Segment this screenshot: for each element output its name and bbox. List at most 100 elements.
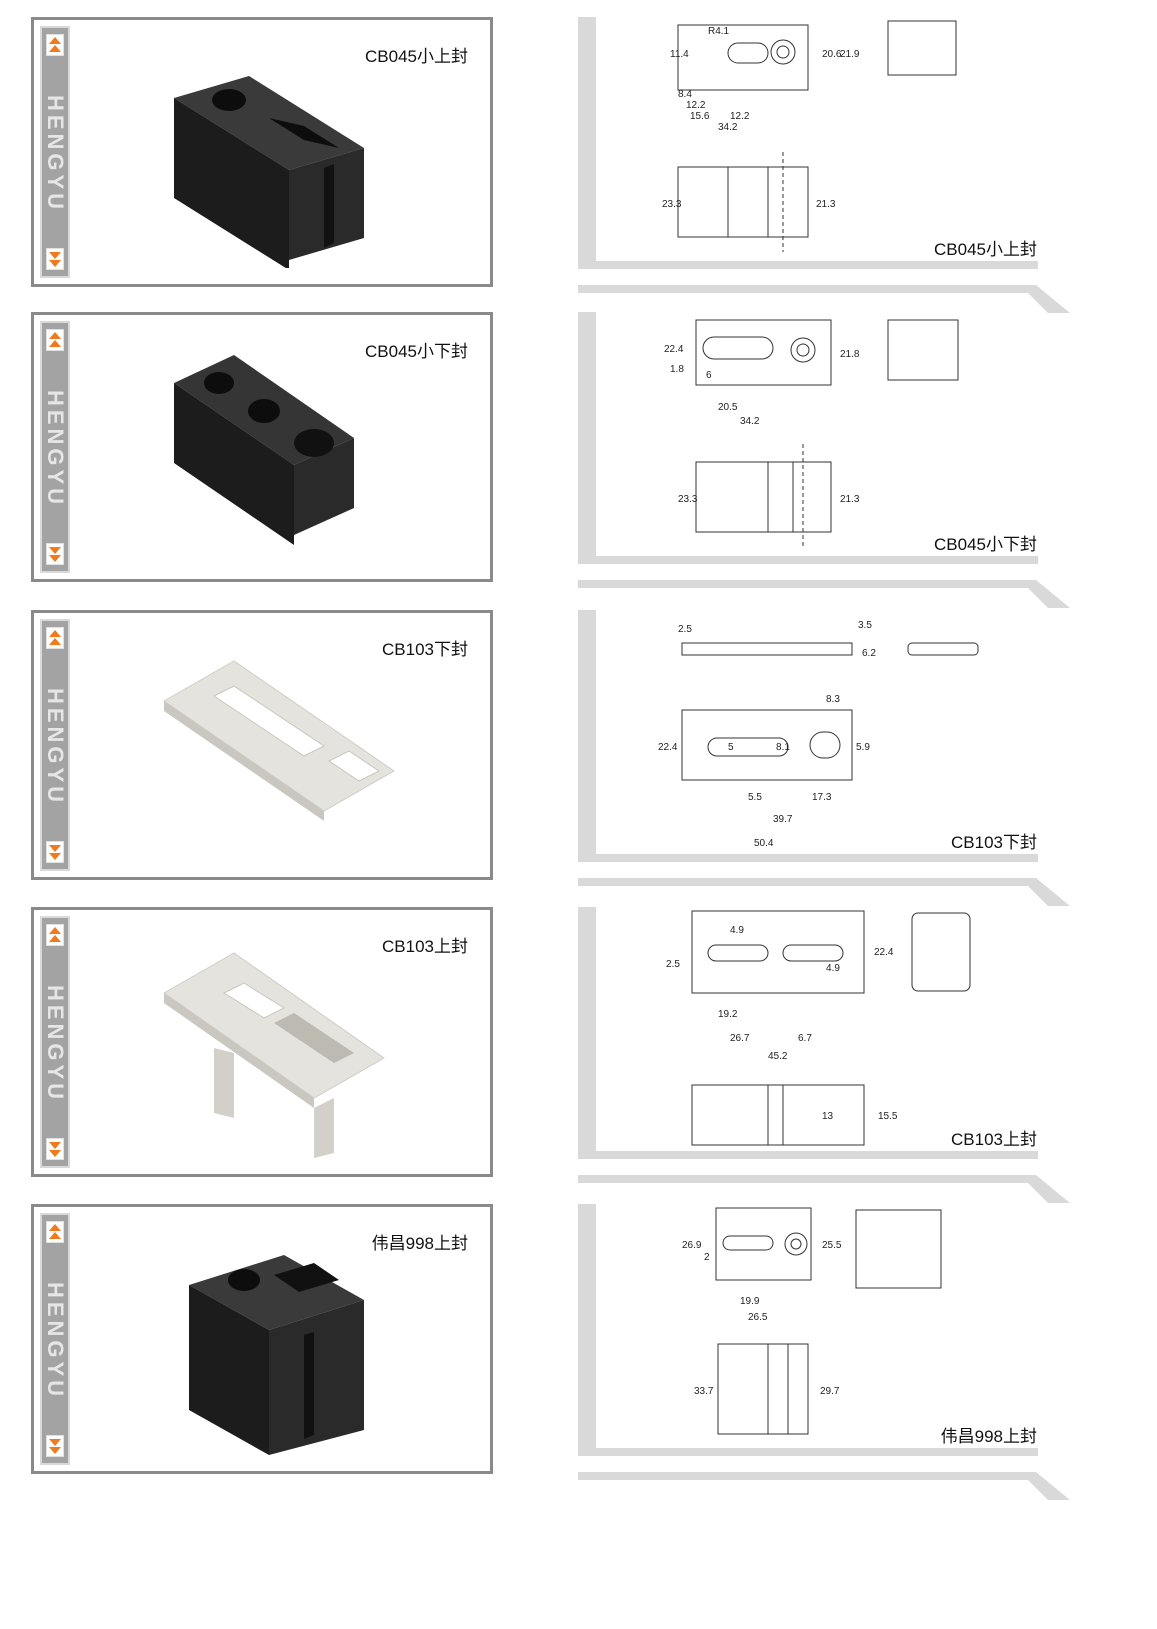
product-title: 伟昌998上封 [371,1234,468,1253]
svg-text:21.8: 21.8 [840,349,860,360]
svg-text:22.4: 22.4 [664,344,684,355]
arrow-down-icon [46,543,64,565]
product-row-4: HENGYU CB103上封 4.9 [0,907,1157,1207]
arrow-up-icon [46,924,64,946]
svg-text:20.6: 20.6 [822,49,842,60]
svg-text:20.5: 20.5 [718,402,738,413]
svg-text:6: 6 [706,370,712,381]
technical-drawing: R4.1 11.4 20.6 21.9 8.4 12.2 15.6 12.2 3… [578,17,1070,313]
svg-text:26.7: 26.7 [730,1033,750,1044]
drawing-panel: 4.9 2.5 4.9 22.4 19.2 26.7 6.7 45.2 13 1… [578,907,1157,1207]
drawing-panel: R4.1 11.4 20.6 21.9 8.4 12.2 15.6 12.2 3… [578,17,1157,317]
product-photo [189,1255,364,1455]
svg-text:50.4: 50.4 [754,838,774,849]
arrow-up-icon [46,627,64,649]
product-photo [163,660,395,821]
product-title: CB103上封 [382,937,468,956]
svg-text:25.5: 25.5 [822,1240,842,1251]
svg-text:19.9: 19.9 [740,1296,760,1307]
arrow-down-icon [46,1138,64,1160]
brand-strip: HENGYU [40,1213,70,1465]
svg-text:13: 13 [822,1111,834,1122]
product-row-3: HENGYU CB103下封 2.5 3.5 6.2 [0,610,1157,910]
svg-text:11.4: 11.4 [670,49,689,60]
svg-text:33.7: 33.7 [694,1386,714,1397]
svg-text:21.3: 21.3 [816,199,836,210]
arrow-down-icon [46,841,64,863]
svg-text:34.2: 34.2 [740,416,760,427]
svg-text:21.3: 21.3 [840,494,860,505]
brand-text: HENGYU [43,687,68,807]
svg-text:45.2: 45.2 [768,1051,788,1062]
product-row-1: HENGYU CB045小上封 [0,17,1157,317]
svg-text:34.2: 34.2 [718,122,738,133]
technical-drawing: 26.9 2 25.5 19.9 26.5 33.7 29.7 [578,1204,1070,1500]
product-title: CB045小下封 [365,342,468,361]
arrow-up-icon [46,34,64,56]
arrow-up-icon [46,1221,64,1243]
arrow-down-icon [46,248,64,270]
brand-strip: HENGYU [40,619,70,871]
svg-text:12.2: 12.2 [686,100,706,111]
product-card: HENGYU CB045小下封 [31,312,493,582]
arrow-down-icon [46,1435,64,1457]
brand-strip: HENGYU [40,26,70,278]
drawing-label: CB045小上封 [934,240,1037,259]
svg-text:12.2: 12.2 [730,111,750,122]
svg-text:R4.1: R4.1 [708,26,730,37]
svg-text:23.3: 23.3 [678,494,698,505]
svg-text:4.9: 4.9 [826,963,840,974]
drawing-label: CB045小下封 [934,535,1037,554]
svg-text:5.9: 5.9 [856,742,870,753]
svg-text:26.5: 26.5 [748,1312,768,1323]
svg-text:5.5: 5.5 [748,792,762,803]
drawing-panel: 22.4 1.8 6 21.8 20.5 34.2 23.3 21.3 CB04… [578,312,1157,612]
drawing-panel: 26.9 2 25.5 19.9 26.5 33.7 29.7 伟昌998上封 [578,1204,1157,1504]
brand-text: HENGYU [43,1281,68,1401]
drawing-label: CB103上封 [951,1130,1037,1149]
brand-strip: HENGYU [40,916,70,1168]
drawing-label: 伟昌998上封 [940,1427,1037,1446]
svg-text:6.2: 6.2 [862,648,876,659]
product-card: HENGYU CB103上封 [31,907,493,1177]
brand-text: HENGYU [43,389,68,509]
brand-text: HENGYU [43,984,68,1104]
svg-text:5: 5 [728,742,734,753]
svg-text:6.7: 6.7 [798,1033,812,1044]
svg-text:17.3: 17.3 [812,792,832,803]
product-card: HENGYU CB103下封 [31,610,493,880]
svg-text:4.9: 4.9 [730,925,744,936]
brand-text: HENGYU [43,94,68,214]
svg-text:2.5: 2.5 [666,959,680,970]
product-photo [163,952,385,1158]
product-photo [174,76,364,268]
product-row-5: HENGYU 伟昌998上封 26.9 [0,1204,1157,1504]
technical-drawing: 2.5 3.5 6.2 8.3 22.4 5 8.1 5.9 5.5 17.3 … [578,610,1070,906]
arrow-up-icon [46,329,64,351]
svg-text:2.5: 2.5 [678,624,692,635]
svg-text:21.9: 21.9 [840,49,860,60]
svg-text:19.2: 19.2 [718,1009,738,1020]
svg-text:22.4: 22.4 [874,947,894,958]
svg-text:8.1: 8.1 [776,742,790,753]
brand-strip: HENGYU [40,321,70,573]
product-card: HENGYU CB045小上封 [31,17,493,287]
svg-text:8.3: 8.3 [826,694,840,705]
svg-text:22.4: 22.4 [658,742,678,753]
technical-drawing: 22.4 1.8 6 21.8 20.5 34.2 23.3 21.3 [578,312,1070,608]
product-row-2: HENGYU CB045小下封 [0,312,1157,612]
product-title: CB045小上封 [365,47,468,66]
svg-text:26.9: 26.9 [682,1240,702,1251]
drawing-panel: 2.5 3.5 6.2 8.3 22.4 5 8.1 5.9 5.5 17.3 … [578,610,1157,910]
svg-text:39.7: 39.7 [773,814,793,825]
svg-text:15.6: 15.6 [690,111,710,122]
svg-text:23.3: 23.3 [662,199,682,210]
svg-text:1.8: 1.8 [670,364,684,375]
svg-text:15.5: 15.5 [878,1111,898,1122]
svg-text:29.7: 29.7 [820,1386,840,1397]
svg-text:2: 2 [704,1252,710,1263]
technical-drawing: 4.9 2.5 4.9 22.4 19.2 26.7 6.7 45.2 13 1… [578,907,1070,1203]
drawing-label: CB103下封 [951,833,1037,852]
product-card: HENGYU 伟昌998上封 [31,1204,493,1474]
svg-text:8.4: 8.4 [678,89,692,100]
